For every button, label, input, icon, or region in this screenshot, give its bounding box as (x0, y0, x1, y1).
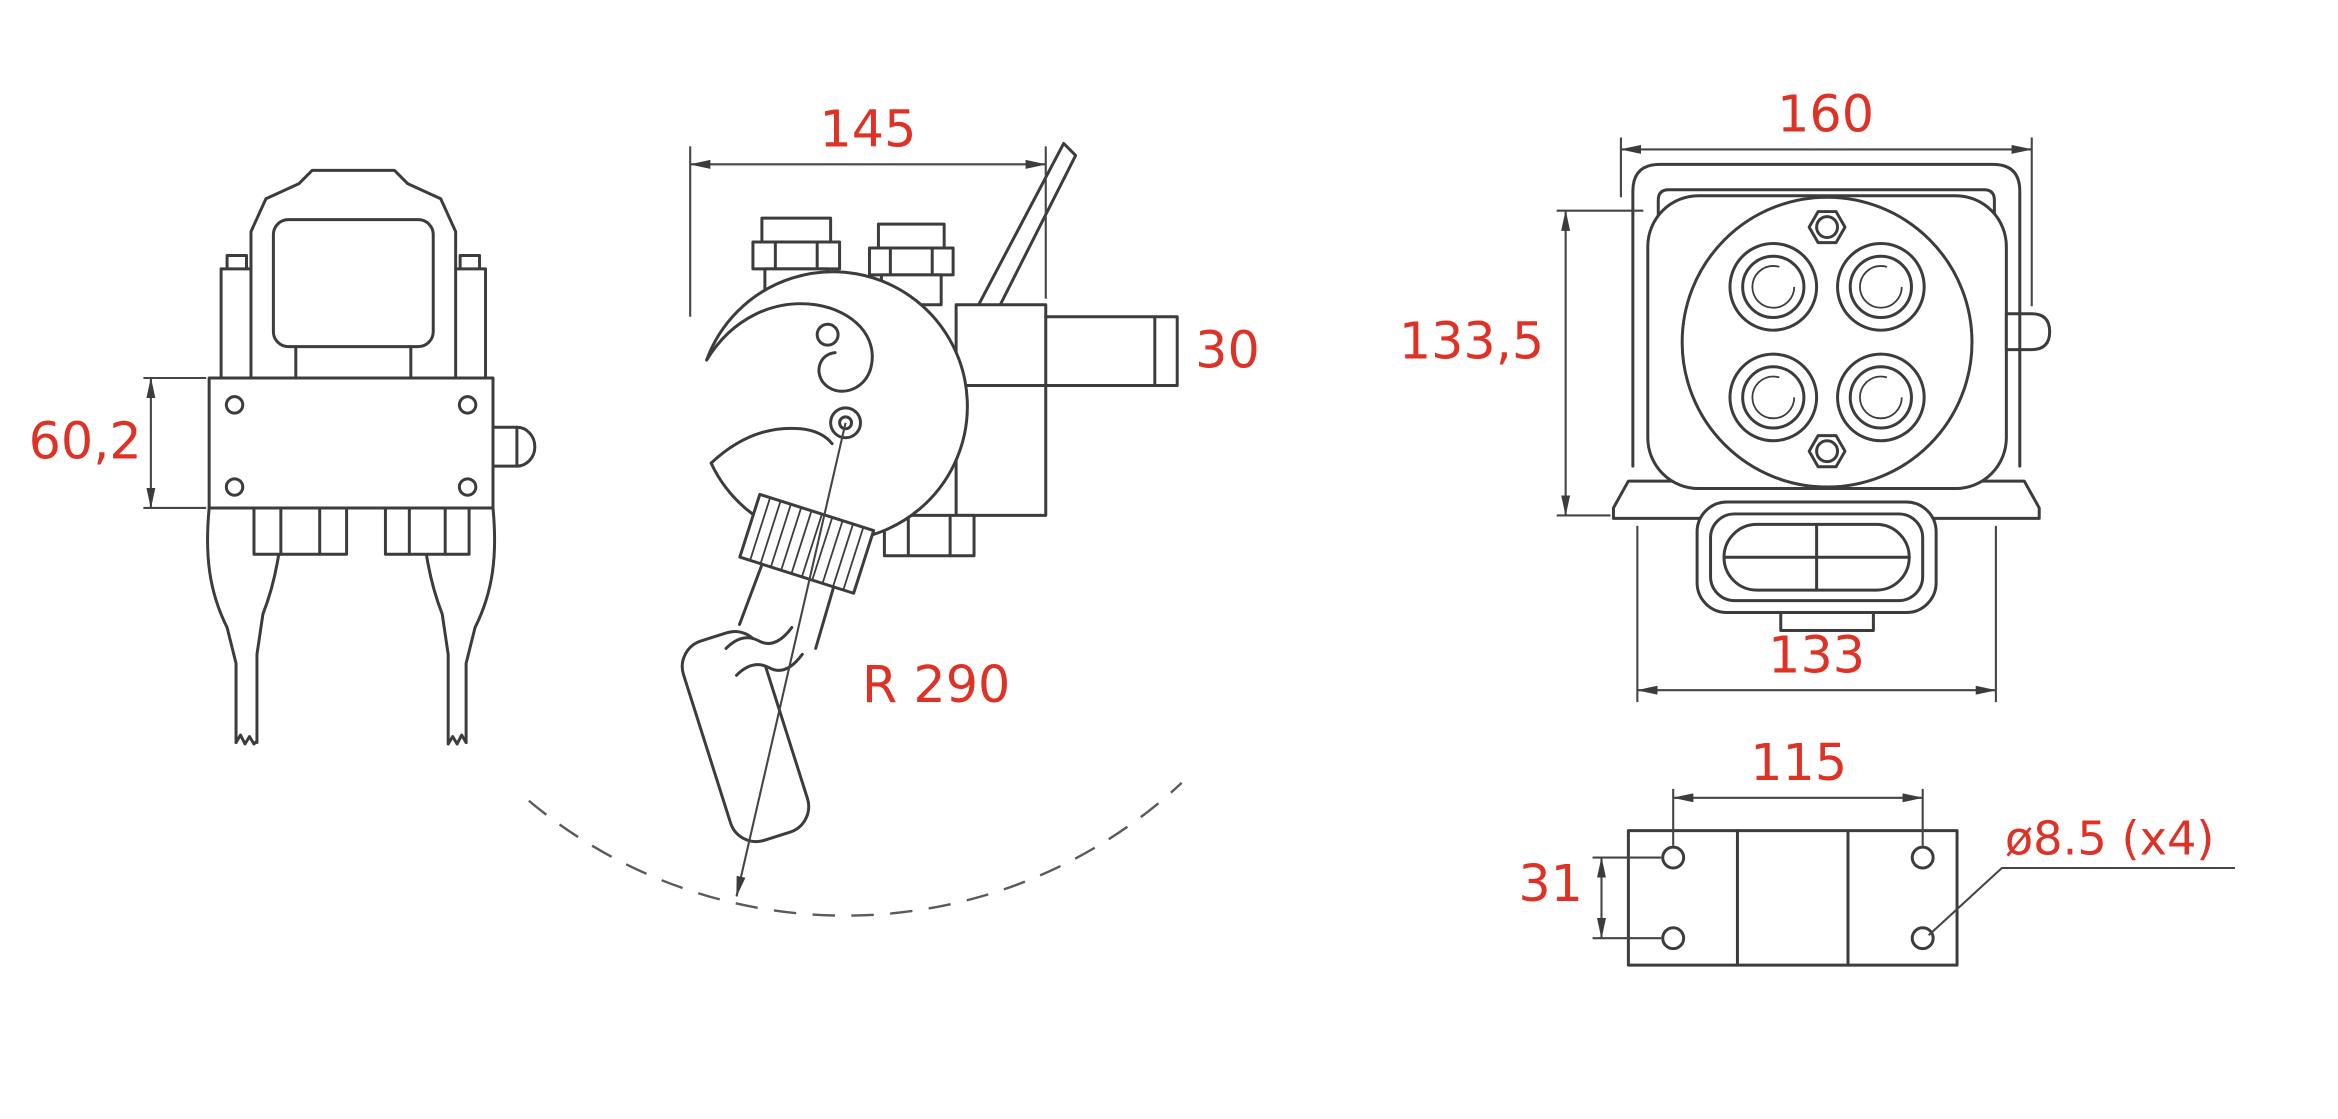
hole-note: ø8.5 (x4) (1927, 812, 2235, 936)
dimension-115: 115 (1672, 733, 1924, 846)
base-plate (1626, 829, 1959, 967)
deflector-blade (975, 141, 1078, 317)
cam-spiral (705, 302, 874, 393)
dim-label-plate-hole-pitch: 31 (1518, 854, 1583, 913)
mount-hole (457, 477, 478, 497)
face-yoke (1631, 162, 2022, 468)
cam-jaw (709, 426, 834, 465)
side-knob (491, 425, 537, 468)
dim-label-front-height: 60,2 (29, 412, 142, 471)
plate-hole (1661, 845, 1686, 870)
front-fittings (252, 506, 471, 556)
front-body (207, 376, 537, 510)
handle-neck (738, 563, 836, 650)
ports (1728, 242, 1926, 443)
dim-label-plate-hole-note: ø8.5 (x4) (2005, 812, 2215, 866)
bracket-window (271, 218, 435, 349)
dim-label-face-base-width: 133 (1768, 625, 1865, 684)
side-view: R 290 145 30 (528, 99, 1260, 917)
handle-swing-arc (528, 781, 1183, 917)
dimension-31: 31 (1518, 854, 1662, 940)
dimension-133: 133 (1636, 525, 1997, 703)
plate-hole (1661, 926, 1686, 951)
face-knob (2004, 312, 2052, 352)
dim-label-handle-radius: R 290 (862, 655, 1010, 714)
ratchet-handle (680, 492, 876, 844)
dim-label-face-width: 160 (1777, 84, 1874, 143)
dimension-145: 145 (689, 99, 1047, 317)
cam-disc (705, 270, 969, 543)
dim-label-side-width: 145 (820, 99, 917, 158)
break-line (724, 625, 794, 650)
front-bracket (219, 168, 488, 380)
face-view: 160 133,5 133 (1399, 84, 2052, 703)
cam-pin (815, 322, 840, 347)
pivot (829, 406, 862, 440)
base-plate-view: 115 31 ø8.5 (x4) (1518, 733, 2235, 967)
front-view: 60,2 (29, 168, 537, 746)
dim-label-spout-depth: 30 (1195, 321, 1260, 380)
mount-hole (457, 395, 478, 415)
spout (1044, 315, 1179, 387)
dim-label-plate-hole-span: 115 (1750, 733, 1847, 792)
mount-hole (224, 395, 245, 415)
dimension-160: 160 (1619, 84, 2033, 307)
serrated-collar (738, 492, 876, 595)
face-bore (1680, 195, 1974, 489)
break-line (735, 652, 804, 677)
side-body-block (882, 303, 1179, 558)
serration-hatch (749, 497, 865, 591)
handle-grip (680, 630, 811, 844)
dimension-60-2: 60,2 (29, 376, 207, 510)
pedal-lever (1695, 500, 1938, 632)
hex-fittings (1807, 210, 1847, 469)
plate-hole (1910, 845, 1935, 870)
face-plate (1646, 194, 2008, 491)
mount-hole (224, 477, 245, 497)
dimension-133-5: 133,5 (1399, 209, 1644, 517)
radius-annotation: R 290 (735, 422, 1010, 898)
dim-label-face-height: 133,5 (1399, 312, 1544, 371)
plate-hole (1910, 926, 1935, 951)
